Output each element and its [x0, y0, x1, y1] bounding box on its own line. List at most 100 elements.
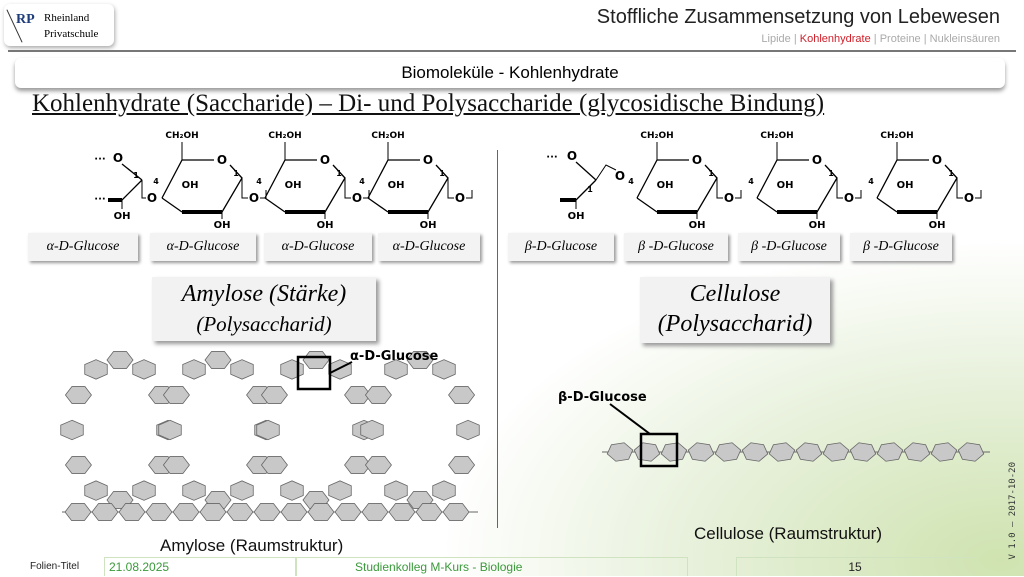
logo-abbr: RP	[16, 12, 35, 27]
school-logo: RP Rheinland Privatschule	[4, 4, 114, 46]
footer-page-number: 15	[736, 557, 974, 576]
ring-oxygen: O	[567, 149, 577, 163]
oh-label: OH	[657, 180, 674, 191]
glucose-hexagon	[448, 456, 476, 474]
oh-label: OH	[897, 180, 914, 191]
glucose-hexagon	[260, 386, 288, 404]
glycosidic-oxygen: O	[147, 191, 157, 205]
ch2oh-label: CH₂OH	[760, 131, 793, 141]
logo-line1: Rheinland	[44, 12, 90, 24]
c1-label: 1	[587, 185, 593, 194]
glucose-hexagon	[388, 503, 416, 521]
amylose-title: Amylose (Stärke)	[181, 281, 347, 307]
ring-oxygen: O	[320, 153, 330, 167]
glucose-hexagon	[162, 456, 190, 474]
glucose-hexagon	[364, 456, 392, 474]
glucose-hexagon	[406, 351, 434, 369]
cellulose-unit-label: β -D-Glucose	[850, 233, 952, 261]
glucose-hexagon	[64, 386, 92, 404]
ring-oxygen: O	[423, 153, 433, 167]
footer-date: 21.08.2025	[104, 557, 296, 576]
ch2oh-label: CH₂OH	[268, 131, 301, 141]
nav-item-1[interactable]: Kohlenhydrate	[799, 33, 871, 45]
glucose-hexagon	[456, 419, 480, 441]
amylose-unit-label: α-D-Glucose	[264, 233, 372, 261]
ring-oxygen: O	[932, 153, 942, 167]
glucose-hexagon	[182, 359, 206, 380]
glucose-hexagon	[84, 480, 108, 501]
oh-label: OH	[214, 220, 231, 231]
ring-bond	[816, 164, 838, 213]
amylose-caption: Amylose (Raumstruktur)	[160, 536, 344, 555]
glucose-hexagon	[903, 442, 931, 462]
date-text: 21.08.2025	[109, 560, 170, 574]
ring-bond	[221, 164, 243, 213]
glucose-hexagon	[660, 442, 688, 462]
cellulose-subtitle: (Polysaccharid)	[657, 311, 813, 337]
cellulose-callout-label: β-D-Glucose	[558, 390, 647, 405]
ring-bond	[936, 164, 958, 213]
ring-bond	[427, 164, 449, 213]
glucose-hexagon	[172, 503, 200, 521]
c4-label: 4	[868, 177, 874, 186]
c1-label: 1	[828, 169, 834, 178]
ring-bond	[367, 197, 389, 213]
glucose-hexagon	[162, 386, 190, 404]
glycosidic-oxygen: O	[964, 191, 974, 205]
c1-label: 1	[439, 169, 445, 178]
glucose-hexagon	[334, 503, 362, 521]
glucose-hexagon	[145, 503, 173, 521]
glycosidic-bond	[716, 178, 723, 199]
nav-item-3[interactable]: Nukleinsäuren	[929, 33, 1000, 45]
glucose-hexagon	[64, 503, 92, 521]
glucose-hexagon	[364, 386, 392, 404]
ring-oxygen: O	[812, 153, 822, 167]
c1-label: 1	[948, 169, 954, 178]
glycosidic-bond	[855, 190, 862, 199]
glycosidic-bond	[466, 190, 473, 199]
amylose-box: Amylose (Stärke) (Polysaccharid)	[152, 277, 376, 341]
oh-label: OH	[114, 211, 131, 222]
version-label: V 1.0 – 2017-10-20	[1008, 462, 1018, 560]
cellulose-unit-label: β -D-Glucose	[624, 233, 728, 261]
glucose-hexagon	[182, 480, 206, 501]
ch2oh-label: CH₂OH	[640, 131, 673, 141]
nav-item-2[interactable]: Proteine	[879, 33, 921, 45]
nav-item-0[interactable]: Lipide	[761, 33, 791, 45]
oh-label: OH	[809, 220, 826, 231]
ring-bond	[264, 197, 286, 213]
glucose-hexagon	[795, 442, 823, 462]
ch2oh-label: CH₂OH	[880, 131, 913, 141]
glucose-hexagon	[256, 419, 280, 441]
ring-bond	[121, 163, 143, 181]
glucose-hexagon	[442, 503, 470, 521]
glucose-hexagon	[302, 351, 330, 369]
topic-nav: Lipide | Kohlenhydrate | Proteine | Nukl…	[761, 33, 1000, 45]
dots: ···	[94, 154, 105, 165]
amylose-unit-label: α-D-Glucose	[378, 233, 480, 261]
dots: ···	[94, 194, 105, 205]
c1-label: 1	[336, 169, 342, 178]
glucose-hexagon	[280, 359, 304, 380]
glucose-hexagon	[957, 442, 985, 462]
logo-line2: Privatschule	[44, 28, 99, 40]
glucose-hexagon	[84, 359, 108, 380]
c4-label: 4	[359, 177, 365, 186]
ring-bond	[161, 197, 183, 213]
glucose-hexagon	[741, 442, 769, 462]
cellulose-title: Cellulose	[689, 281, 781, 307]
page-title: Stoffliche Zusammensetzung von Lebewesen	[596, 6, 1000, 28]
glucose-hexagon	[230, 480, 254, 501]
glycosidic-oxygen: O	[844, 191, 854, 205]
oh-label: OH	[689, 220, 706, 231]
glucose-hexagon	[253, 503, 281, 521]
glucose-hexagon	[876, 442, 904, 462]
ring-oxygen: O	[217, 153, 227, 167]
oh-label: OH	[568, 211, 585, 222]
ring-oxygen: O	[113, 151, 123, 165]
glucose-hexagon	[280, 480, 304, 501]
ring-oxygen: O	[692, 153, 702, 167]
glucose-hexagon	[280, 503, 308, 521]
oh-label: OH	[929, 220, 946, 231]
ring-bond	[575, 179, 597, 201]
